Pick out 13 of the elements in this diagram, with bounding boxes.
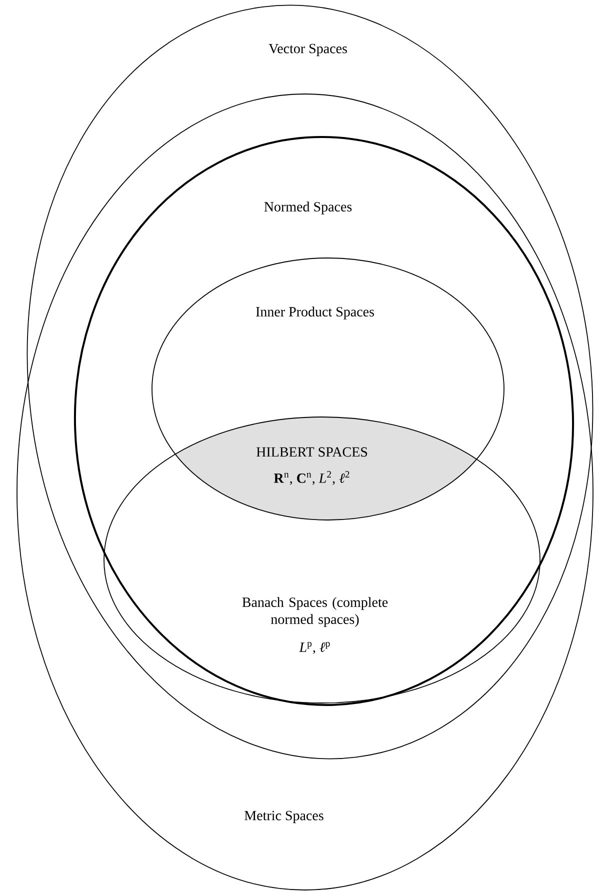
set-label: Vector Spaces	[268, 44, 347, 56]
set-label: R$^{n}$, C$^{n}$, L$^{2}$, ℓ$^{2}$	[274, 471, 350, 485]
set-ellipse	[26, 5, 594, 759]
set-label: Inner Product Spaces	[256, 306, 374, 320]
set-label: Metric Spaces	[244, 810, 324, 824]
set-ellipse	[16, 94, 594, 890]
set-ellipse	[104, 416, 540, 704]
set-label: Normed Spaces	[264, 202, 352, 214]
set-label: HILBERT SPACES	[256, 447, 368, 457]
intersection-region	[176, 417, 476, 520]
set-label: L$^{p}$, ℓ$^{p}$	[299, 642, 330, 654]
set-ellipse	[152, 258, 504, 520]
set-label: Banach Spaces (complete normed spaces)	[242, 597, 388, 627]
